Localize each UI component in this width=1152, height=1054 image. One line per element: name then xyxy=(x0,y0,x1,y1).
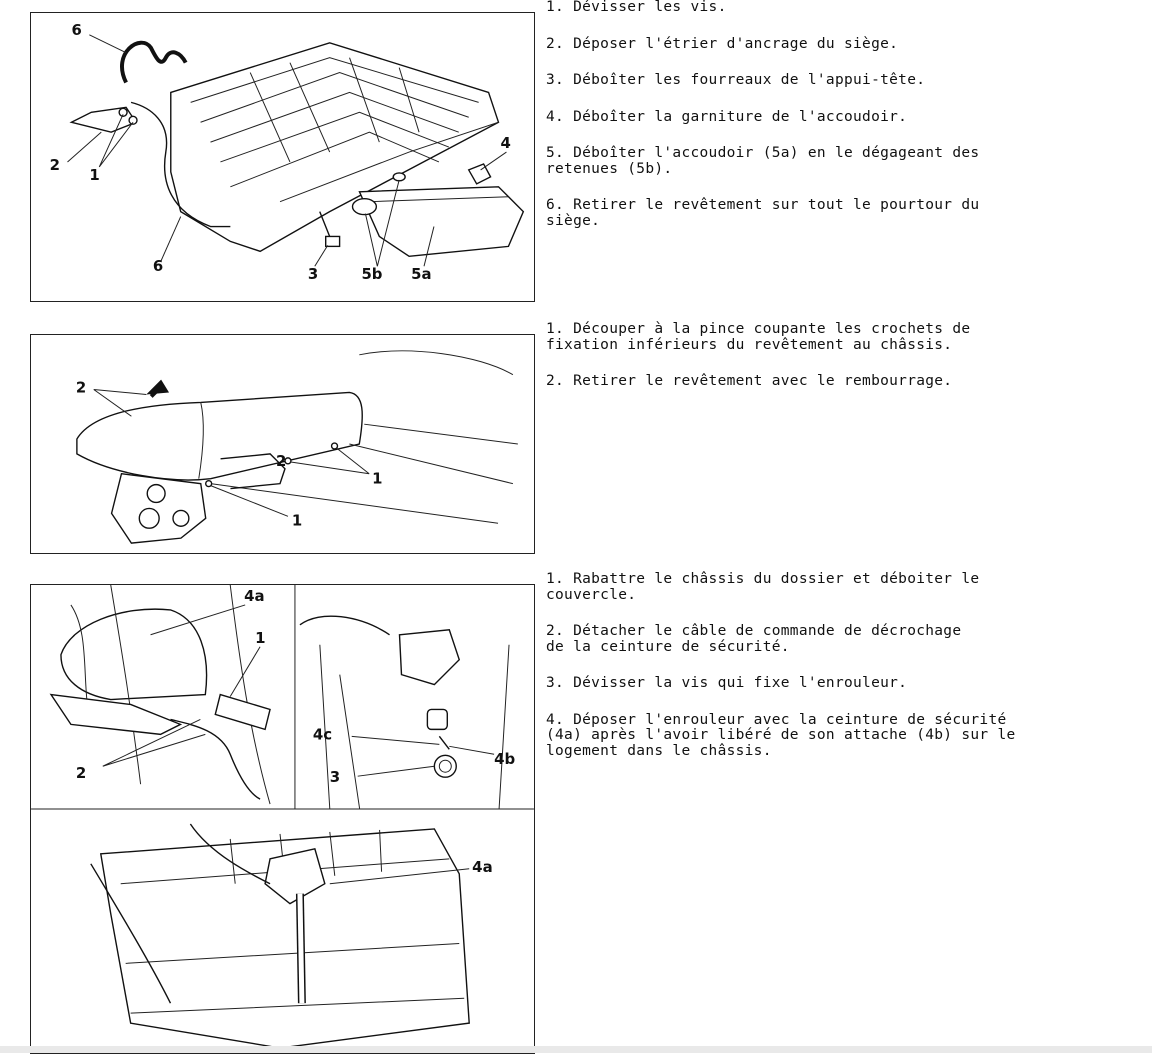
callout-label: 2 xyxy=(276,452,286,470)
instruction-step: 3. Déboîter les fourreaux de l'appui-têt… xyxy=(546,72,926,88)
callout-label: 6 xyxy=(71,21,81,39)
figure-seatbelt-removal: 4a 1 2 4c 4b 3 4a xyxy=(30,584,535,1054)
callout-label: 4a xyxy=(472,858,492,876)
instruction-list: 1. Rabattre le châssis du dossier et déb… xyxy=(546,571,1146,780)
callout-label: 1 xyxy=(255,629,265,647)
callout-label: 4b xyxy=(494,750,515,768)
callout-label: 3 xyxy=(330,768,340,786)
callout-label: 4 xyxy=(500,134,510,152)
callout-label: 6 xyxy=(153,257,163,275)
callout-label: 1 xyxy=(292,511,302,529)
figure-seat-removal: 6 2 1 4 6 3 5b 5a xyxy=(30,12,535,302)
callout-label: 4c xyxy=(313,725,332,743)
instruction-step: 4. Déposer l'enrouleur avec la ceinture … xyxy=(546,711,1016,759)
instruction-step: 1. Dévisser les vis. xyxy=(546,0,727,15)
instruction-step: 2. Retirer le revêtement avec le rembour… xyxy=(546,373,953,389)
callout-label: 3 xyxy=(308,265,318,283)
callout-label: 4a xyxy=(244,587,264,605)
backrest-cover-drawing: 2 2 1 1 xyxy=(76,350,518,544)
instruction-step: 1. Découper à la pince coupante les croc… xyxy=(546,321,971,353)
instruction-step: 6. Retirer le revêtement sur tout le pou… xyxy=(546,197,980,229)
figure-cover-removal: 2 2 1 1 xyxy=(30,334,535,554)
instruction-list: 1. Dévisser les vis. 2. Déposer l'étrier… xyxy=(546,0,1146,250)
page-bottom-edge xyxy=(0,1046,1152,1053)
seatbelt-retractor-drawing: 4a 1 2 4c 4b 3 4a xyxy=(31,585,534,1049)
callout-label: 5a xyxy=(411,265,431,283)
callout-label: 1 xyxy=(89,166,99,184)
instruction-step: 5. Déboîter l'accoudoir (5a) en le dégag… xyxy=(546,145,980,177)
instruction-list: 1. Découper à la pince coupante les croc… xyxy=(546,321,1146,411)
instruction-step: 4. Déboîter la garniture de l'accoudoir. xyxy=(546,108,908,125)
instruction-step: 2. Déposer l'étrier d'ancrage du siège. xyxy=(546,35,899,52)
callout-label: 1 xyxy=(372,470,382,488)
callout-label: 2 xyxy=(50,156,60,174)
callout-label: 2 xyxy=(76,764,86,782)
seat-cushion-drawing: 6 2 1 4 6 3 5b 5a xyxy=(50,21,525,283)
instruction-step: 2. Détacher le câble de commande de décr… xyxy=(546,623,962,655)
callout-label: 2 xyxy=(76,378,86,396)
callout-label: 5b xyxy=(361,265,382,283)
instruction-step: 1. Rabattre le châssis du dossier et déb… xyxy=(546,571,980,603)
instruction-step: 3. Dévisser la vis qui fixe l'enrouleur. xyxy=(546,675,908,691)
